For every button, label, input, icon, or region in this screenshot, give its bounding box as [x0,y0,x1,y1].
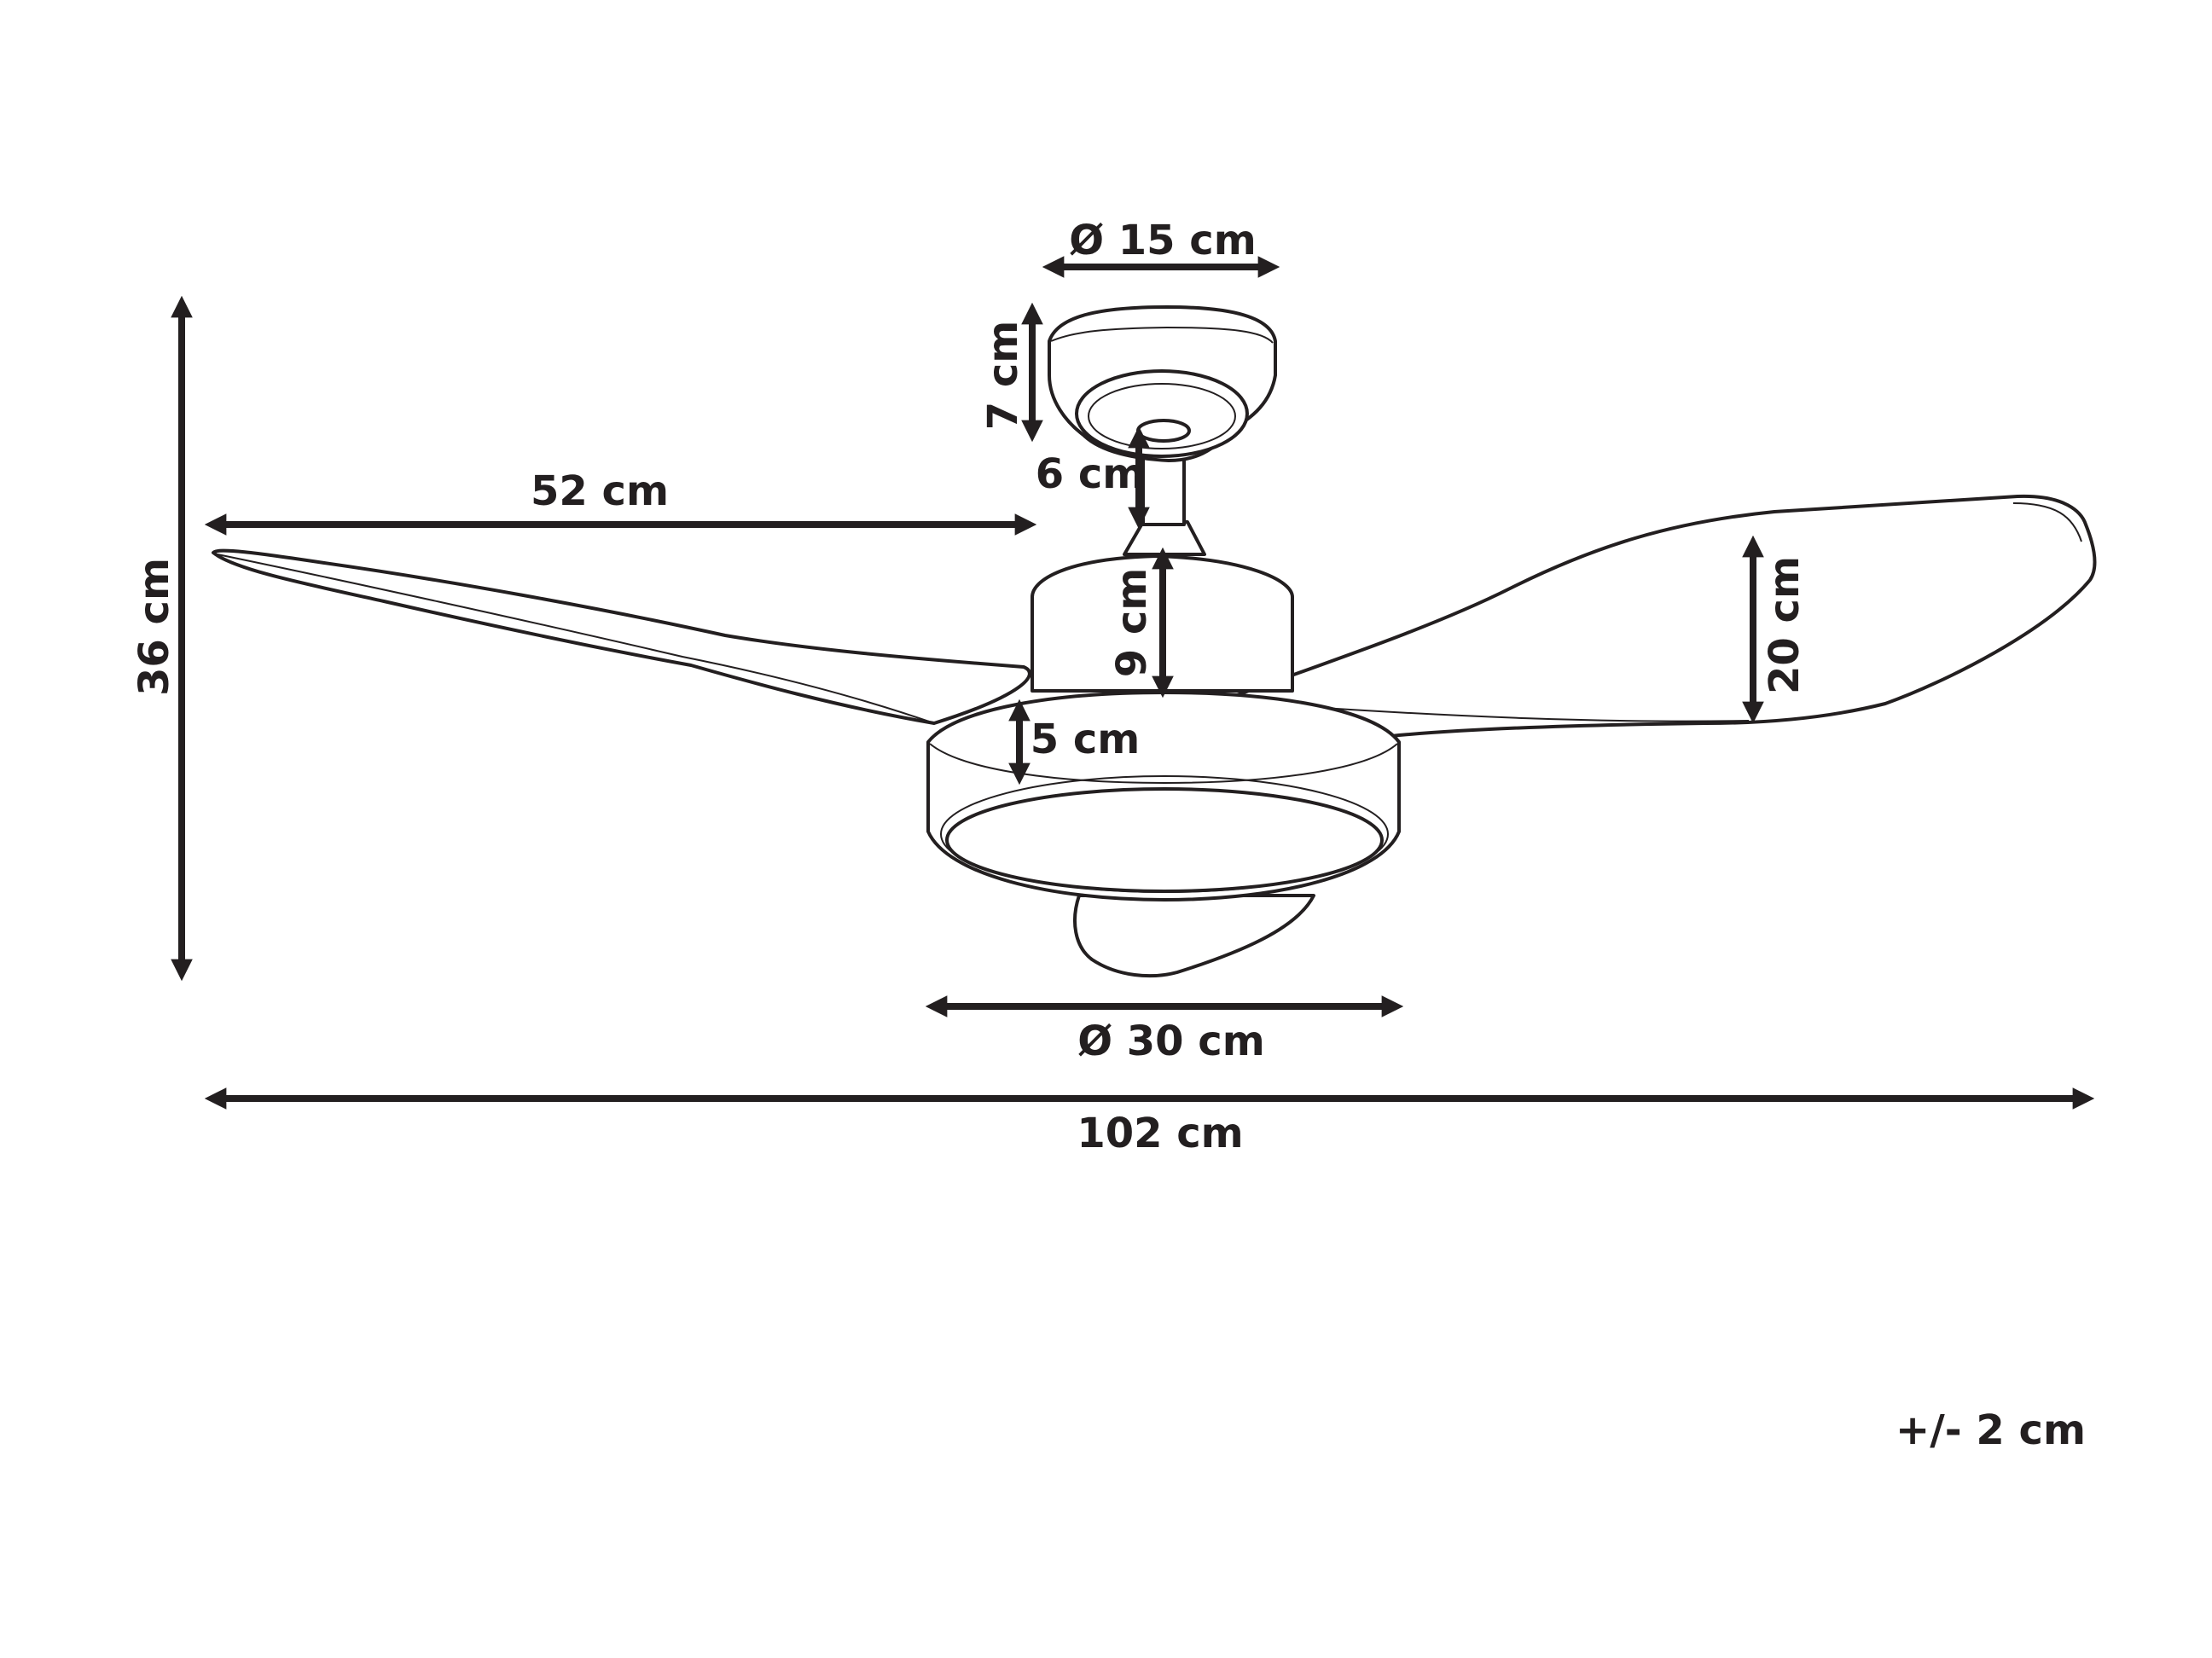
motor-height-label: 9 cm [1108,568,1156,678]
total-span-label: 102 cm [1077,1110,1243,1157]
light-diffuser [945,787,1384,893]
blade-width-label: 20 cm [1761,556,1808,694]
light-height-label: 5 cm [1031,716,1141,763]
right-fan-blade-underside [1296,705,1750,722]
downrod-collar [1123,520,1206,556]
total-height-label: 36 cm [131,558,178,696]
canopy-cup-inner [1088,383,1236,449]
canopy-diameter-label: Ø 15 cm [1069,217,1257,264]
right-fan-blade-edge [2012,502,2082,542]
right-fan-blade [1235,494,2097,742]
downrod-top [1136,419,1191,443]
canopy-cup [1075,369,1249,458]
light-diameter-label: Ø 30 cm [1077,1017,1265,1065]
dimension-lines [171,256,2095,1110]
tolerance-note: +/- 2 cm [1896,1406,2086,1454]
canopy-rim [1050,326,1274,344]
left-fan-blade [212,548,1031,725]
left-fan-blade-edge [217,554,935,724]
lower-cap [1073,894,1315,978]
ceiling-fan-illustration [212,305,2097,978]
blade-length-label: 52 cm [531,467,669,515]
canopy-height-label: 7 cm [979,321,1027,431]
downrod-length-label: 6 cm [1036,450,1146,498]
dimension-labels: Ø 15 cm 7 cm 6 cm 52 cm 36 cm 9 cm 20 cm… [131,217,2086,1454]
light-housing-top-edge [929,743,1398,785]
